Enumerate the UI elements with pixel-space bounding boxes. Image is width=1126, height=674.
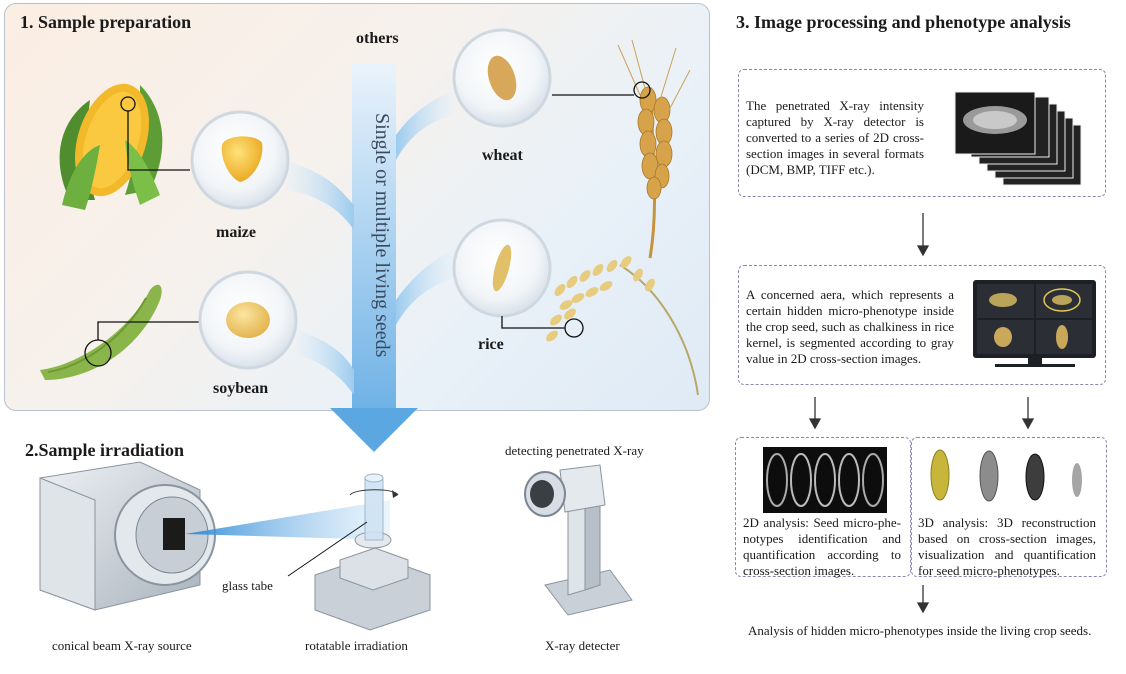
- vertical-seeds-label: Single or multiple living seeds: [371, 112, 393, 358]
- detecting-label: detecting penetrated X-ray: [505, 443, 644, 458]
- rice-label: rice: [478, 336, 504, 353]
- glass-tube-label: glass tabe: [222, 578, 273, 593]
- wheat-label: wheat: [482, 147, 523, 164]
- source-label: conical beam X-ray source: [52, 638, 192, 653]
- maize-label: maize: [216, 224, 256, 241]
- conversion-text: The penetrated X-ray intensity captured …: [746, 98, 924, 177]
- panel2-title: 2.Sample irradiation: [25, 440, 185, 460]
- panel1-title: 1. Sample preparation: [20, 12, 192, 32]
- xray-beam: [185, 500, 390, 540]
- seed-branches: [285, 90, 455, 395]
- analysis-2d-box: [735, 437, 911, 577]
- analysis-2d-text: 2D analysis: Seed micro-phe-notypes iden…: [743, 515, 901, 578]
- others-label: others: [356, 30, 399, 47]
- xray-detector-illustration: [524, 464, 633, 616]
- rotatable-stage-illustration: [287, 473, 431, 631]
- flow-arrow: [330, 64, 418, 452]
- rotatable-label: rotatable irradiation: [305, 638, 408, 653]
- analysis-3d-text: 3D analysis: 3D reconstruction based on …: [918, 515, 1096, 578]
- wheat-illustration: [552, 39, 691, 259]
- panel3-title: 3. Image processing and phenotype analys…: [736, 12, 1071, 32]
- xray-source-illustration: [39, 461, 216, 611]
- soybean-seed: [226, 302, 270, 338]
- segmentation-text: A concerned aera, which represents a cer…: [746, 287, 954, 366]
- maize-illustration: [59, 83, 190, 210]
- soybean-label: soybean: [213, 380, 269, 397]
- wheat-grain: [487, 55, 517, 101]
- segmentation-box: [738, 265, 1106, 385]
- soybean-illustration: [40, 284, 200, 380]
- 3d-seed-renderings: [930, 449, 1082, 502]
- monitor-illustration: [973, 280, 1096, 367]
- analysis-3d-box: [911, 437, 1107, 577]
- rice-grain: [492, 244, 512, 292]
- final-analysis-label: Analysis of hidden micro-phenotypes insi…: [748, 623, 1092, 638]
- conversion-box: [738, 69, 1106, 197]
- process-arrows: [808, 213, 1035, 614]
- rice-illustration: [501, 256, 699, 396]
- cross-section-images: [763, 447, 887, 513]
- ct-slice-stack: [954, 91, 1082, 186]
- maize-kernel: [221, 136, 263, 182]
- detector-label: X-ray detecter: [545, 638, 620, 653]
